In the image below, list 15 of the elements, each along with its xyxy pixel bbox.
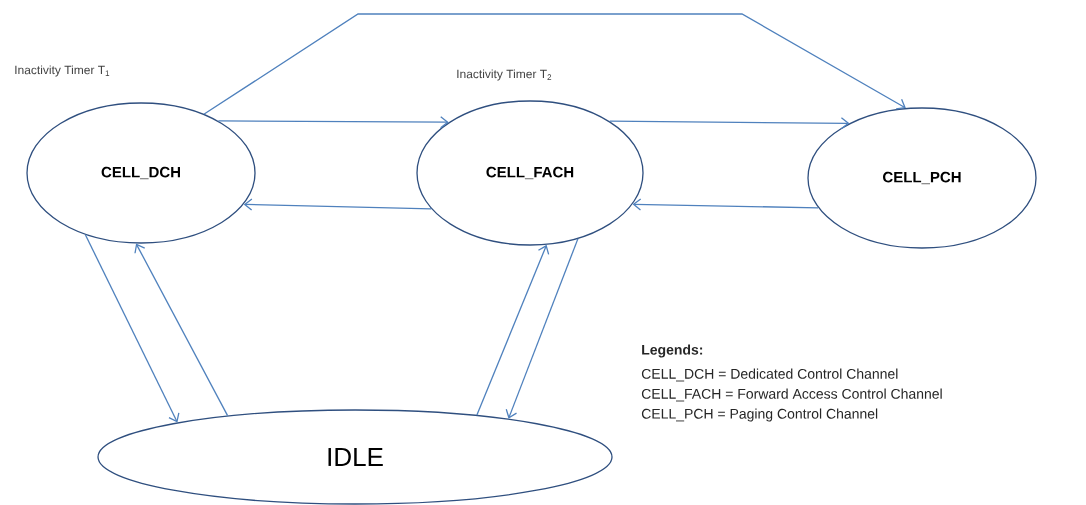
timer-label: Inactivity Timer T$_{2}$ (457, 69, 552, 81)
legend-entry: CELL_FACH = Forward Access Control Channel (641, 388, 942, 402)
legend-entry: CELL_PCH = Paging Control Channel (641, 408, 878, 422)
timer-label: Inactivity Timer T$_{1}$ (15, 65, 110, 77)
arrow (609, 117, 850, 130)
arrow (217, 116, 449, 129)
legend-entry: CELL_DCH = Dedicated Control Channel (641, 368, 898, 382)
arrow (243, 198, 432, 211)
arrow (476, 244, 550, 416)
legend-heading: Legends: (642, 344, 703, 358)
arrow (84, 234, 180, 423)
arrow (632, 198, 819, 211)
arrow (134, 243, 229, 417)
arrow (203, 13, 906, 115)
arrow (505, 238, 579, 419)
